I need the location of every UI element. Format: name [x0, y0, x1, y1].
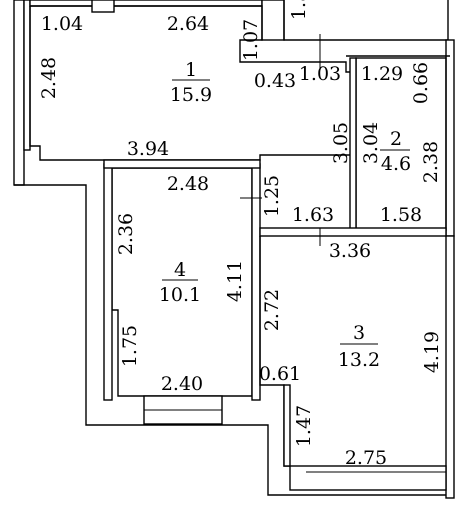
dim-1-07: 1.07	[240, 19, 262, 61]
dim-3-94: 3.94	[127, 138, 169, 160]
room-3-area: 13.2	[338, 349, 380, 371]
room-3-number: 3	[353, 322, 365, 344]
dim-1-25: 1.25	[261, 175, 283, 217]
room-4-number: 4	[174, 259, 186, 281]
dim-2-36: 2.36	[115, 213, 137, 255]
room-4-label: 4 10.1	[159, 259, 201, 306]
room-2-number: 2	[390, 128, 402, 150]
dim-4-19: 4.19	[421, 331, 443, 373]
room-1-area: 15.9	[170, 84, 212, 106]
dim-0-66: 0.66	[410, 62, 432, 104]
dim-4-11: 4.11	[224, 260, 246, 302]
wall-room3-left-lower	[283, 384, 291, 467]
window-room1-top	[91, 0, 115, 13]
dim-2-40: 2.40	[161, 373, 203, 395]
room-3-label: 3 13.2	[338, 322, 380, 371]
dim-1-47: 1.47	[293, 405, 315, 447]
wall-top-right	[283, 0, 449, 41]
dim-top-partial: 1.5	[288, 0, 310, 20]
dim-2-38: 2.38	[420, 141, 442, 183]
dim-3-05: 3.05	[330, 122, 352, 164]
wall-right-lower	[445, 235, 455, 499]
room-1-number: 1	[185, 59, 197, 81]
room-2-area: 4.6	[381, 153, 411, 175]
wall-room4-top	[103, 159, 261, 169]
wall-left-outer	[13, 0, 25, 186]
room-4-area: 10.1	[159, 284, 201, 306]
dim-2-72: 2.72	[261, 289, 283, 331]
dim-1-63: 1.63	[292, 204, 334, 226]
dim-2-48-left: 2.48	[38, 57, 60, 99]
dim-1-03: 1.03	[299, 63, 341, 85]
dim-0-61: 0.61	[259, 363, 301, 385]
room-2-label: 2 4.6	[381, 128, 411, 175]
dim-2-75: 2.75	[345, 447, 387, 469]
dim-3-36: 3.36	[329, 240, 371, 262]
dim-1-75: 1.75	[119, 325, 141, 367]
dim-1-29: 1.29	[361, 63, 403, 85]
dim-1-58: 1.58	[380, 204, 422, 226]
dim-0-43: 0.43	[254, 70, 296, 92]
wall-top-room1	[29, 0, 263, 7]
wall-left-inner	[23, 0, 31, 151]
dim-2-64: 2.64	[167, 13, 209, 35]
wall-top-right-stub	[261, 0, 285, 41]
room-1-label: 1 15.9	[170, 59, 212, 106]
wall-bottom-room3	[289, 465, 447, 491]
dim-3-04: 3.04	[360, 122, 382, 164]
outer-walls	[13, 0, 455, 499]
dim-1-04: 1.04	[41, 13, 83, 35]
wall-room4-left	[103, 163, 113, 401]
wall-right-upper	[445, 39, 455, 237]
dim-2-48-room4: 2.48	[167, 173, 209, 195]
wall-room3-top	[259, 227, 447, 237]
